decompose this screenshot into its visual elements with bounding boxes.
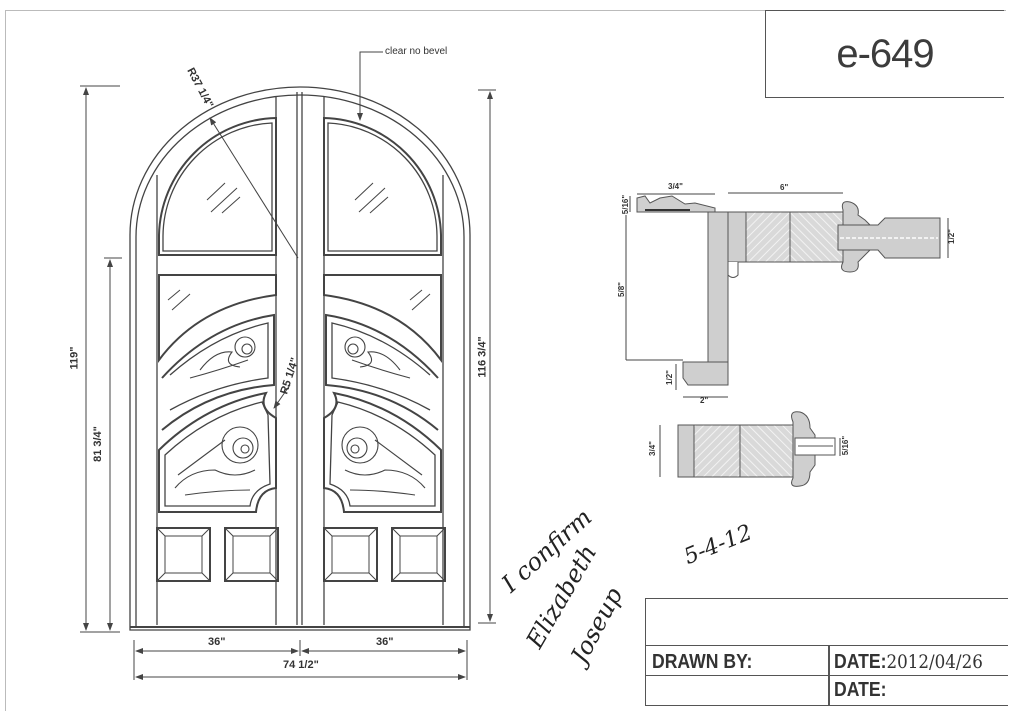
overall-height-label: 119" [68, 346, 81, 370]
drawn-by-label: DRAWN BY: [652, 651, 753, 673]
left-width-label: 36" [208, 636, 226, 648]
door-thickness-label: 6" [780, 183, 789, 192]
glass-thickness-label: 5/16" [841, 435, 851, 456]
date-field-1: DATE:2012/04/26 [834, 651, 983, 674]
date-label-2: DATE: [834, 679, 887, 701]
moulding-height-label: 5/16" [621, 194, 631, 215]
lower-height-label: 81 3/4" [91, 426, 104, 462]
rail-dim-label: 1/2" [946, 229, 956, 244]
right-width-label: 36" [376, 636, 394, 648]
date-label-1: DATE: [834, 651, 887, 673]
sill-width-label: 2" [700, 396, 709, 405]
drawing-code-box: e-649 [765, 10, 1004, 98]
jamb-depth-label: 5/8" [616, 282, 626, 297]
glass-note: clear no bevel [385, 46, 448, 57]
drawing-code: e-649 [836, 31, 934, 76]
title-block-divider [646, 675, 1008, 676]
inner-height-label: 116 3/4" [476, 336, 489, 378]
date-value-1: 2012/04/26 [886, 651, 983, 673]
title-block-divider [646, 645, 1008, 646]
panel-thickness-label: 3/4" [647, 441, 657, 456]
drawing-sheet [5, 10, 1006, 711]
title-block-column-divider [828, 645, 830, 705]
moulding-width-label: 3/4" [668, 182, 683, 191]
overall-width-label: 74 1/2" [283, 659, 319, 671]
sill-height-label: 1/2" [664, 370, 674, 385]
title-block: DRAWN BY: DATE:2012/04/26 DATE: [645, 598, 1008, 706]
